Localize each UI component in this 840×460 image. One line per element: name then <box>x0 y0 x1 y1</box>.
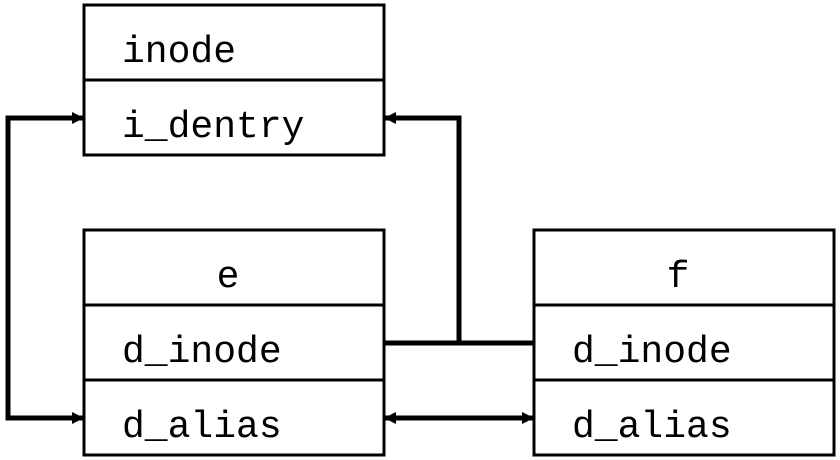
dentry-e-box: e d_inode d_alias <box>82 228 386 457</box>
dentry-f-field-d-alias: d_alias <box>572 406 732 449</box>
i-dentry-d-alias-loop-arrow <box>5 112 84 424</box>
dentry-e-field-d-alias: d_alias <box>122 406 282 449</box>
dentry-e-field-d-inode: d_inode <box>122 331 282 374</box>
dentry-f-title: f <box>667 256 690 299</box>
dentry-f-field-d-inode: d_inode <box>572 331 732 374</box>
inode-field-i-dentry: i_dentry <box>122 106 304 149</box>
dentry-e-title: e <box>217 256 240 299</box>
inode-title: inode <box>122 31 236 74</box>
d-inode-to-inode-arrow <box>384 112 462 343</box>
dentry-f-box: f d_inode d_alias <box>532 228 836 457</box>
inode-struct-box: inode i_dentry <box>82 3 386 157</box>
